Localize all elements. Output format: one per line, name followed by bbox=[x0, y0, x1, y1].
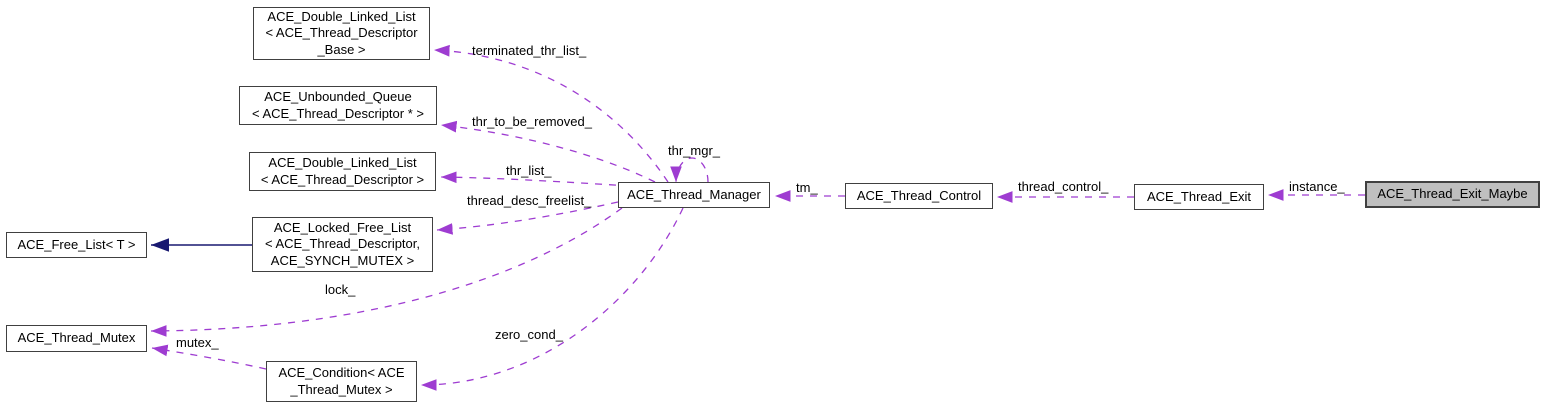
edge-label-thread-desc-freelist: thread_desc_freelist_ bbox=[467, 193, 592, 208]
node-ace-thread-manager[interactable]: ACE_Thread_Manager bbox=[618, 182, 770, 208]
node-label-line: ACE_Thread_Manager bbox=[627, 186, 761, 202]
edge-label-tm: tm_ bbox=[796, 180, 818, 195]
edge-label-terminated-thr-list: terminated_thr_list_ bbox=[472, 43, 587, 58]
node-ace-free-list[interactable]: ACE_Free_List< T > bbox=[6, 232, 147, 258]
node-label-line: < ACE_Thread_Descriptor > bbox=[260, 171, 425, 187]
edge-thr-list bbox=[440, 171, 631, 187]
node-label-line: ACE_Free_List< T > bbox=[17, 236, 136, 252]
edge-label-thr-mgr: thr_mgr_ bbox=[668, 143, 721, 158]
edge-label-lock: lock_ bbox=[325, 282, 356, 297]
node-label-line: ACE_Thread_Exit_Maybe bbox=[1377, 186, 1528, 202]
edge-mutex bbox=[151, 344, 267, 370]
node-ace-unbounded-queue[interactable]: ACE_Unbounded_Queue < ACE_Thread_Descrip… bbox=[239, 86, 437, 125]
edge-label-thr-to-be-removed: thr_to_be_removed_ bbox=[472, 114, 592, 129]
node-ace-thread-mutex[interactable]: ACE_Thread_Mutex bbox=[6, 325, 147, 352]
node-label-line: ACE_Thread_Mutex bbox=[17, 330, 136, 346]
edge-terminated-thr-list bbox=[433, 44, 669, 183]
node-label-line: _Base > bbox=[317, 41, 366, 57]
edge-label-thread-control: thread_control_ bbox=[1018, 179, 1109, 194]
node-label-line: ACE_Double_Linked_List bbox=[267, 8, 416, 24]
node-label-line: < ACE_Thread_Descriptor * > bbox=[252, 105, 424, 121]
edge-label-mutex: mutex_ bbox=[176, 335, 219, 350]
node-label-line: < ACE_Thread_Descriptor bbox=[265, 25, 418, 41]
node-label-line: ACE_Thread_Exit bbox=[1146, 188, 1252, 204]
edge-lock bbox=[150, 207, 623, 337]
node-label-line: < ACE_Thread_Descriptor, bbox=[265, 236, 420, 252]
node-label-line: ACE_SYNCH_MUTEX > bbox=[270, 252, 415, 268]
node-label-line: ACE_Unbounded_Queue bbox=[264, 89, 412, 104]
node-label-line: ACE_Locked_Free_List bbox=[273, 219, 412, 235]
node-label-line: _Thread_Mutex > bbox=[290, 381, 393, 397]
node-label-line: ACE_Double_Linked_List bbox=[268, 155, 417, 170]
edge-label-zero-cond: zero_cond_ bbox=[495, 327, 563, 342]
edge-label-instance: instance_ bbox=[1289, 179, 1345, 194]
node-ace-double-linked-list-base[interactable]: ACE_Double_Linked_List < ACE_Thread_Desc… bbox=[253, 7, 430, 60]
edge-thr-to-be-removed bbox=[440, 120, 656, 183]
edge-thr-mgr-self-loop bbox=[670, 157, 709, 183]
node-ace-thread-control[interactable]: ACE_Thread_Control bbox=[845, 183, 993, 209]
node-ace-locked-free-list[interactable]: ACE_Locked_Free_List < ACE_Thread_Descri… bbox=[252, 217, 433, 272]
node-ace-condition[interactable]: ACE_Condition< ACE _Thread_Mutex > bbox=[266, 361, 417, 402]
node-ace-thread-exit-maybe: ACE_Thread_Exit_Maybe bbox=[1365, 181, 1540, 208]
node-ace-thread-exit[interactable]: ACE_Thread_Exit bbox=[1134, 184, 1264, 210]
edge-zero-cond bbox=[420, 207, 684, 391]
edge-label-thr-list: thr_list_ bbox=[506, 163, 552, 178]
node-label-line: ACE_Thread_Control bbox=[856, 187, 982, 203]
node-ace-double-linked-list[interactable]: ACE_Double_Linked_List < ACE_Thread_Desc… bbox=[249, 152, 436, 191]
node-label-line: ACE_Condition< ACE bbox=[278, 365, 405, 380]
